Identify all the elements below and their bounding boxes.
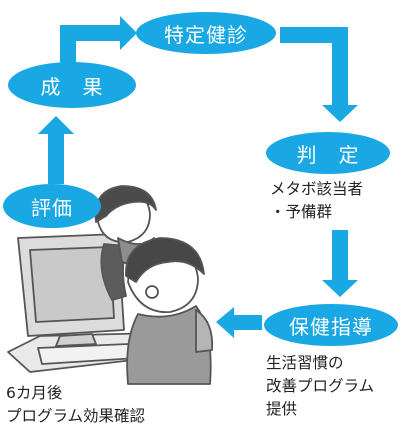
guidance-caption-line-3: 提供 [266,400,298,418]
evaluation-caption: 6カ月後 プログラム効果確認 [6,382,145,428]
guidance-caption: 生活習慣の 改善プログラム 提供 [266,352,374,421]
step-guidance-oval: 保健指導 [264,304,398,346]
step-judgment-oval: 判 定 [266,132,390,174]
arrow-judgment-to-guidance [322,230,358,297]
arrow-evaluation-to-result [38,116,74,184]
arrow-guidance-to-evaluation [216,307,262,338]
step-result-oval: 成 果 [8,62,136,108]
step-evaluation-oval: 評価 [3,184,101,228]
guidance-caption-line-1: 生活習慣の [266,354,344,372]
step-checkup-oval: 特定健診 [136,12,276,54]
judgment-caption: メタボ該当者 ・予備群 [270,178,363,224]
evaluation-caption-line-2: プログラム効果確認 [6,407,146,425]
guidance-caption-line-2: 改善プログラム [266,377,375,395]
evaluation-caption-line-1: 6カ月後 [6,384,63,402]
judgment-caption-line-2: ・予備群 [270,203,333,221]
arrow-checkup-to-judgment [280,27,358,122]
people-at-computer-illustration [7,185,214,385]
judgment-caption-line-1: メタボ該当者 [270,180,364,198]
